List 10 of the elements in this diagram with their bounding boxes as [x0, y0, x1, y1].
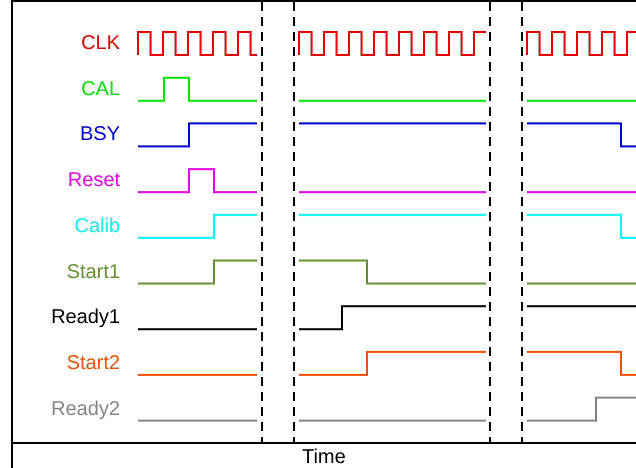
signal-name: CLK [81, 31, 120, 55]
signal-name: Start1 [66, 260, 120, 284]
signal-name: Ready1 [51, 305, 120, 330]
signal-name: Calib [74, 214, 120, 238]
axis-label: Time [302, 445, 346, 468]
signal-name: Reset [68, 168, 120, 192]
signal-name: Ready2 [51, 396, 120, 421]
signal-name: Start2 [66, 350, 120, 375]
signal-name: BSY [80, 122, 120, 146]
signal-name: CAL [81, 76, 120, 101]
